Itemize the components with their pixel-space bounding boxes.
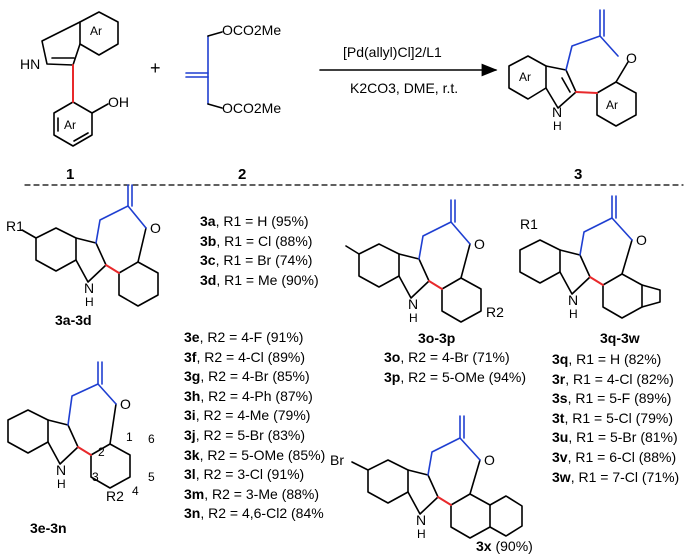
- n-label-3o-3p: N: [408, 296, 419, 312]
- ring-pos-2: 2: [98, 445, 105, 459]
- o-label-3e-3n: O: [120, 396, 131, 412]
- n-label-3q-3w: N: [568, 292, 579, 308]
- r1-label-3q-3w: R1: [520, 216, 538, 232]
- entries-3o-3p: 3o, R2 = 4-Br (71%) 3p, R2 = 5-OMe (94%): [384, 348, 526, 387]
- group-label-3q-3w: 3q-3w: [600, 330, 640, 346]
- group-label-3e-3n: 3e-3n: [30, 520, 67, 536]
- o-label-3a-3d: O: [150, 220, 161, 236]
- entry-3i: 3i, R2 = 4-Me (79%): [184, 407, 311, 424]
- entry-3r: 3r, R1 = 4-Cl (82%): [552, 370, 674, 387]
- group-label-3x: 3x (90%): [476, 538, 533, 554]
- entries-3a-3d: 3a, R1 = H (95%) 3b, R1 = Cl (88%) 3c, R…: [200, 212, 319, 290]
- structure-3q-3w: [519, 239, 661, 319]
- ring-pos-6: 6: [148, 432, 155, 446]
- h-label-3o-3p: H: [409, 311, 418, 325]
- h-label-3a-3d: H: [85, 295, 94, 309]
- entry-3b: 3b, R1 = Cl (88%): [200, 232, 313, 249]
- structure-3x: [351, 459, 523, 539]
- oh-label: OH: [108, 94, 129, 110]
- hn-label: HN: [20, 56, 41, 72]
- entry-3e: 3e, R2 = 4-F (91%): [184, 329, 304, 345]
- product-n-label: N: [552, 104, 563, 120]
- entry-3a: 3a, R1 = H (95%): [200, 213, 309, 229]
- entry-3k: 3k, R2 = 5-OMe (85%): [184, 446, 326, 463]
- entries-3e-3n: 3e, R2 = 4-F (91%) 3f, R2 = 4-Cl (89%) 3…: [184, 328, 325, 524]
- reactant-1-structure: [41, 11, 119, 147]
- ring-pos-3: 3: [92, 470, 99, 484]
- entry-3g: 3g, R2 = 4-Br (85%): [184, 368, 310, 385]
- oco2me-top: OCO2Me: [222, 22, 282, 38]
- n-label-3e-3n: N: [56, 462, 67, 478]
- entry-3m: 3m, R2 = 3-Me (88%): [184, 485, 319, 502]
- product-o-label: O: [626, 50, 637, 66]
- entry-3u: 3u, R1 = 5-Br (81%): [552, 429, 678, 446]
- entry-3p: 3p, R2 = 5-OMe (94%): [384, 368, 526, 385]
- entry-3s: 3s, R1 = 5-F (89%): [552, 390, 672, 407]
- entry-3o: 3o, R2 = 4-Br (71%): [384, 349, 510, 365]
- product-h-label: H: [553, 119, 562, 133]
- entry-3w: 3w, R1 = 7-Cl (71%): [552, 468, 680, 485]
- ar-label-3b: Ar: [606, 98, 618, 112]
- catalyst-label: [Pd(allyl)Cl]2/L1: [343, 44, 442, 60]
- o-label-3o-3p: O: [474, 236, 485, 252]
- group-label-3a-3d: 3a-3d: [55, 312, 92, 328]
- entry-3l: 3l, R2 = 3-Cl (91%): [184, 466, 305, 483]
- br-label-3x: Br: [330, 452, 344, 468]
- entry-3d: 3d, R1 = Me (90%): [200, 271, 319, 288]
- o-label-3x: O: [484, 452, 495, 468]
- ring-pos-1: 1: [126, 430, 133, 444]
- o-label-3q-3w: O: [636, 232, 647, 248]
- reactant-2-label: 2: [238, 166, 247, 183]
- oco2me-bottom: OCO2Me: [222, 100, 282, 116]
- h-label-3q-3w: H: [569, 307, 578, 321]
- ar-label-1a: Ar: [90, 24, 102, 38]
- entry-3f: 3f, R2 = 4-Cl (89%): [184, 348, 305, 365]
- entry-3j: 3j, R2 = 5-Br (83%): [184, 426, 306, 443]
- entry-3t: 3t, R1 = 5-Cl (79%): [552, 409, 673, 426]
- product-3-structure: [508, 55, 637, 127]
- entries-3q-3w: 3q, R1 = H (82%) 3r, R1 = 4-Cl (82%) 3s,…: [552, 350, 679, 487]
- ring-pos-4: 4: [132, 484, 139, 498]
- entry-3q: 3q, R1 = H (82%): [552, 351, 662, 367]
- h-label-3x: H: [417, 527, 426, 541]
- conditions-label: K2CO3, DME, r.t.: [350, 80, 459, 96]
- n-label-3x: N: [416, 512, 427, 528]
- reactant-1-label: 1: [66, 166, 75, 183]
- ring-pos-5: 5: [148, 470, 155, 484]
- entry-3v: 3v, R1 = 6-Cl (88%): [552, 448, 677, 465]
- reactant-2-structure: [185, 31, 223, 109]
- r1-label-3a-3d: R1: [6, 218, 24, 234]
- r2-label-3e-3n: R2: [106, 488, 124, 504]
- entry-3h: 3h, R2 = 4-Ph (87%): [184, 387, 313, 404]
- r2-label-3o-3p: R2: [486, 304, 504, 320]
- ar-label-1b: Ar: [64, 118, 76, 132]
- entry-3c: 3c, R1 = Br (74%): [200, 252, 313, 269]
- n-label-3a-3d: N: [84, 280, 95, 296]
- group-label-3o-3p: 3o-3p: [418, 330, 456, 346]
- entry-3n: 3n, R2 = 4,6-Cl2 (84%: [184, 505, 324, 522]
- product-3-label: 3: [574, 166, 583, 183]
- ar-label-3a: Ar: [519, 70, 531, 84]
- plus-sign: +: [150, 58, 161, 78]
- h-label-3e-3n: H: [57, 477, 66, 491]
